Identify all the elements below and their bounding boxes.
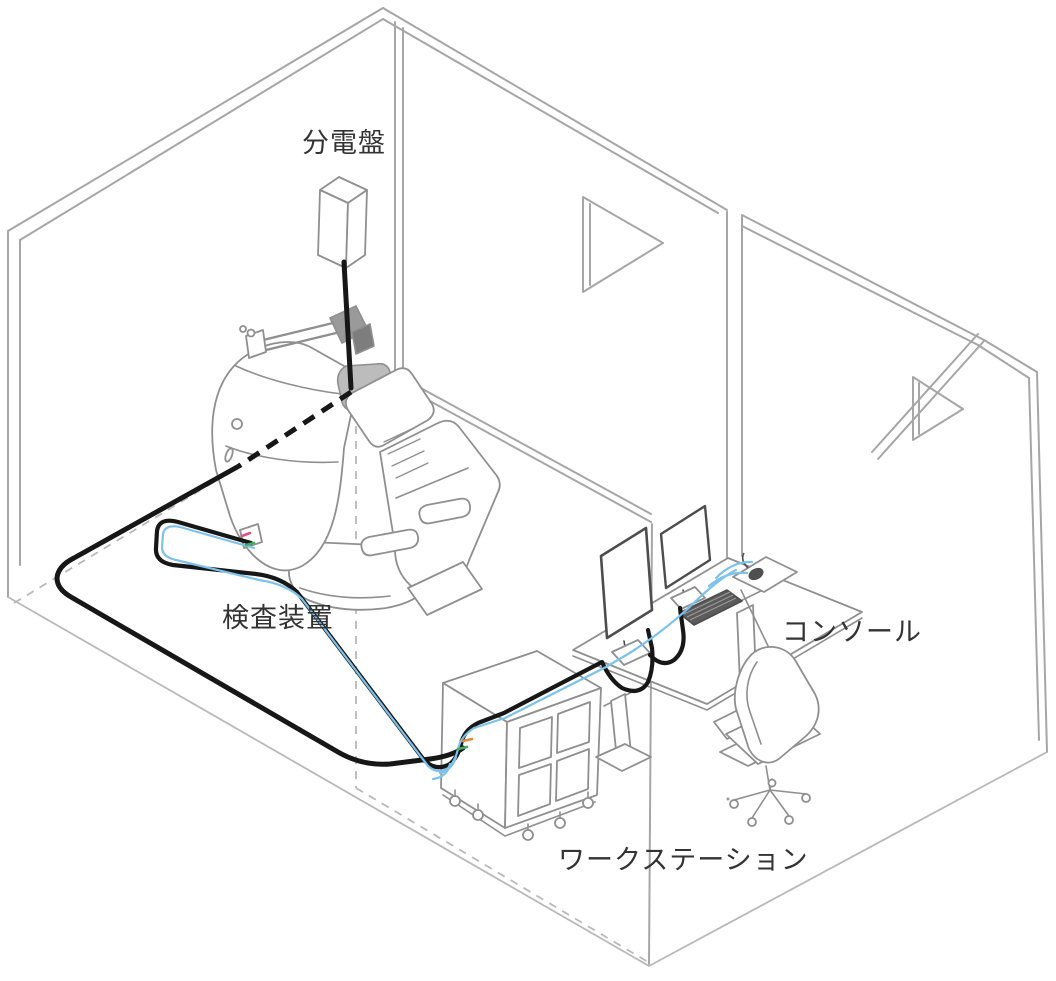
signal-cable-strand [431,762,452,781]
keyboard [678,589,743,626]
floor-edge [7,596,1048,968]
label-console: コンソール [782,617,922,648]
power-cable [54,259,466,767]
footrest [407,561,483,616]
monitor-cable-branch [647,605,686,666]
panel [518,716,553,769]
office-chair [713,589,821,827]
hidden-cable-section [237,389,353,469]
label-inspection-device: 検査装置 [222,603,334,634]
doorway-cut-right-room [912,376,964,441]
floor-power-cable [54,463,466,767]
signal-cable-end-flourish [714,560,754,580]
workstation-cabinet [440,650,602,841]
labels: 分電盤 検査装置 コンソール ワークステーション [222,128,922,876]
exam-device [211,305,501,616]
mouse-pad [732,556,798,593]
casters [449,789,594,841]
panel [517,763,552,817]
distribution-board [317,176,368,269]
panel-drop-cable [341,259,354,391]
room-outline [7,7,1048,968]
label-distribution-board: 分電盤 [302,128,386,159]
chair-base-star [733,778,807,819]
connector-tags [240,531,474,751]
mouse [741,552,764,581]
signal-cable-end-flourish [707,571,749,588]
signal-cable [160,525,754,781]
panel [555,748,590,802]
armrest-right [418,497,471,525]
armrest-left [360,528,419,557]
doorway-cut-left-room [582,196,664,293]
monitor-right [659,504,712,610]
chair-back [733,646,820,764]
panel [556,701,591,754]
hidden-partition-base [355,787,649,963]
label-workstation: ワークステーション [558,845,809,876]
